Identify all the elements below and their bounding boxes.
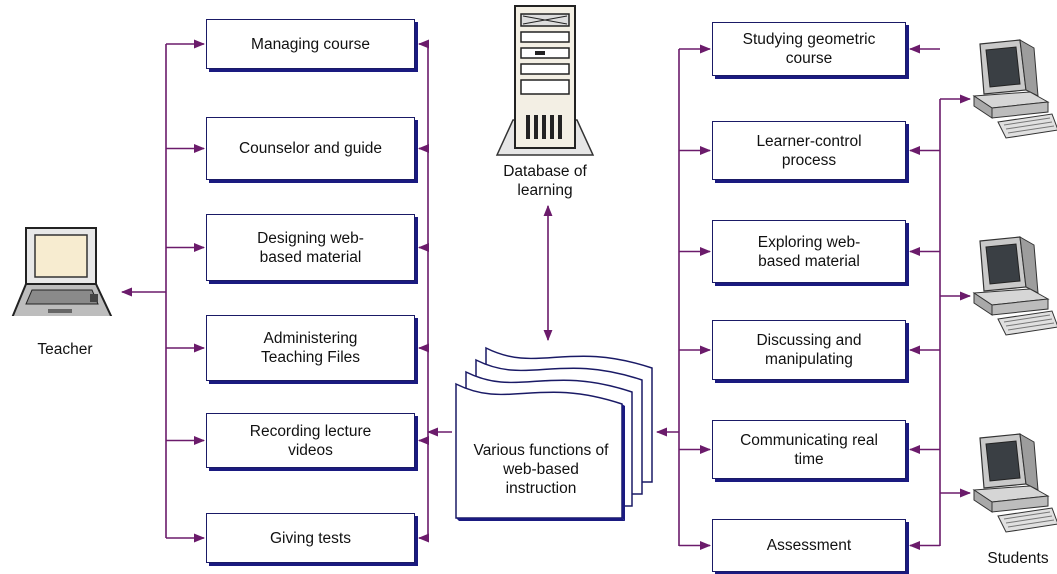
teacher-function-box: Giving tests <box>206 513 415 563</box>
server-tower-icon <box>495 5 595 156</box>
teacher-function-box: Administering Teaching Files <box>206 315 415 381</box>
stacked-documents-icon <box>455 346 653 521</box>
database-label: Database of learning <box>503 163 587 199</box>
student-function-box: Learner-control process <box>712 121 906 180</box>
teacher-function-box: Counselor and guide <box>206 117 415 180</box>
center-label: Various functions of web-based instructi… <box>473 442 609 497</box>
students-label: Students <box>987 550 1049 567</box>
student-function-box: Assessment <box>712 519 906 572</box>
student-function-box: Discussing and manipulating <box>712 320 906 380</box>
student-function-box: Communicating real time <box>712 420 906 479</box>
student-function-box: Studying geometric course <box>712 22 906 76</box>
teacher-function-box: Designing web- based material <box>206 214 415 281</box>
desktop-computer-icon <box>972 236 1057 336</box>
laptop-icon <box>11 227 113 316</box>
student-function-box: Exploring web- based material <box>712 220 906 283</box>
teacher-label: Teacher <box>37 341 93 358</box>
teacher-function-box: Managing course <box>206 19 415 69</box>
desktop-computer-icon <box>972 433 1057 533</box>
teacher-function-box: Recording lecture videos <box>206 413 415 468</box>
desktop-computer-icon <box>972 39 1057 139</box>
